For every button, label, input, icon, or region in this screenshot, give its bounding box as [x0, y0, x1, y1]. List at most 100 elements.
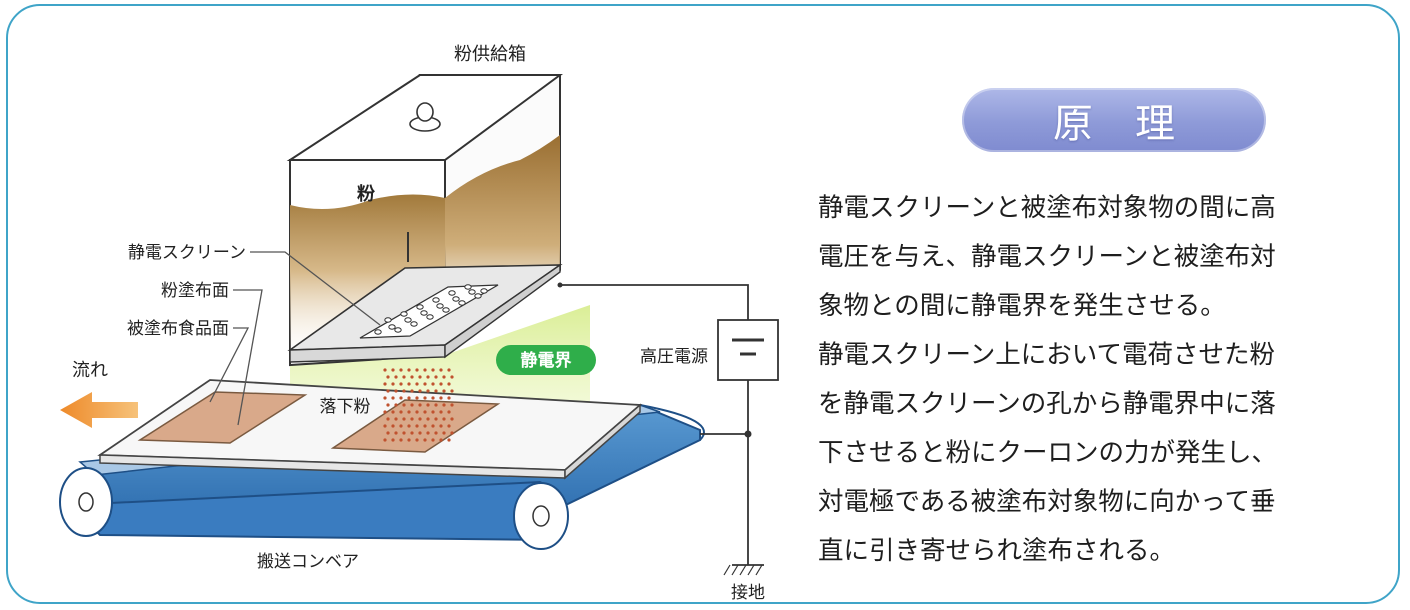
powder-particle: [394, 431, 398, 435]
powder-particle: [431, 424, 435, 428]
powder-particle: [386, 431, 390, 435]
powder-particle: [423, 396, 427, 400]
coating-diagram: 粉供給箱 粉 静電スクリーン 粉塗布面 被塗布食品面 流れ 静電界 高圧電源 落…: [59, 44, 779, 603]
powder-particle: [407, 410, 411, 414]
powder-particle: [407, 382, 411, 386]
powder-particle: [386, 403, 390, 407]
screen-hole: [410, 321, 418, 327]
powder-particle: [407, 438, 411, 442]
powder-particle: [391, 382, 395, 386]
screen-hole: [404, 317, 412, 323]
powder-particle: [383, 396, 387, 400]
powder-particle: [407, 424, 411, 428]
powder-particle: [431, 410, 435, 414]
powder-particle: [434, 375, 438, 379]
screen-hole: [432, 297, 440, 303]
powder-particle: [399, 368, 403, 372]
explanation-line: を静電スクリーンの孔から静電界中に落: [818, 389, 1276, 419]
label-powder-coated-surface: 粉塗布面: [161, 280, 229, 301]
screen-hole: [452, 296, 460, 302]
powder-particle: [410, 389, 414, 393]
powder-particle: [450, 389, 454, 393]
powder-particle: [426, 389, 430, 393]
powder-particle: [399, 396, 403, 400]
powder-particle: [391, 396, 395, 400]
label-high-voltage-power: 高圧電源: [640, 347, 708, 367]
screen-hole: [480, 288, 488, 294]
screen-hole: [388, 324, 396, 330]
powder-particle: [426, 403, 430, 407]
label-powder: 粉: [357, 183, 375, 205]
powder-particle: [402, 403, 406, 407]
powder-particle: [426, 431, 430, 435]
powder-particle: [383, 424, 387, 428]
powder-particle: [415, 424, 419, 428]
screen-terminal-dot: [557, 282, 563, 288]
powder-particle: [415, 438, 419, 442]
powder-particle: [394, 417, 398, 421]
powder-particle: [399, 410, 403, 414]
powder-supply-box: [286, 74, 564, 367]
explanation-line: 静電スクリーン上において電荷させた粉: [818, 340, 1275, 370]
powder-particle: [402, 389, 406, 393]
label-falling-powder: 落下粉: [320, 397, 371, 417]
explanation-line: 対電極である被塗布対象物に向かって垂: [818, 487, 1276, 517]
powder-particle: [383, 438, 387, 442]
powder-particle: [386, 375, 390, 379]
falling-powder-dots: [383, 368, 454, 442]
label-conveyor: 搬送コンベア: [257, 552, 359, 572]
powder-particle: [386, 417, 390, 421]
powder-particle: [447, 424, 451, 428]
screen-hole: [384, 317, 392, 323]
powder-particle: [442, 403, 446, 407]
leader-lines: [209, 251, 381, 426]
screen-hole: [458, 300, 466, 306]
powder-particle: [399, 424, 403, 428]
power-circuit: [560, 284, 779, 576]
powder-particle: [383, 368, 387, 372]
powder-particle: [415, 396, 419, 400]
label-powder-supply-box: 粉供給箱: [454, 44, 526, 65]
powder-particle: [431, 396, 435, 400]
powder-particle: [423, 368, 427, 372]
powder-particle: [423, 424, 427, 428]
powder-particle: [386, 389, 390, 393]
powder-particle: [410, 431, 414, 435]
screen-hole: [420, 310, 428, 316]
label-electrostatic-field: 静電界: [521, 350, 572, 371]
powder-particle: [402, 417, 406, 421]
powder-particle: [394, 403, 398, 407]
powder-particle: [447, 382, 451, 386]
powder-particle: [418, 431, 422, 435]
powder-particle: [423, 438, 427, 442]
powder-particle: [391, 368, 395, 372]
powder-particle: [434, 417, 438, 421]
label-coated-food-surface: 被塗布食品面: [127, 318, 229, 339]
powder-particle: [407, 368, 411, 372]
label-ground: 接地: [731, 583, 765, 603]
powder-particle: [410, 375, 414, 379]
powder-particle: [418, 375, 422, 379]
powder-particle: [423, 410, 427, 414]
powder-particle: [434, 403, 438, 407]
powder-particle: [423, 382, 427, 386]
powder-particle: [439, 368, 443, 372]
powder-particle: [410, 417, 414, 421]
powder-particle: [434, 389, 438, 393]
powder-particle: [442, 389, 446, 393]
powder-particle: [410, 403, 414, 407]
screen-hole: [442, 307, 450, 313]
screen-holes: [374, 284, 488, 335]
screen-hole: [464, 284, 472, 290]
powder-particle: [434, 431, 438, 435]
explanation-line: 象物との間に静電界を発生させる。: [818, 291, 1226, 321]
screen-hole: [448, 290, 456, 296]
powder-particle: [439, 382, 443, 386]
screen-hole: [436, 303, 444, 309]
powder-particle: [415, 410, 419, 414]
powder-particle: [447, 410, 451, 414]
screen-hole: [374, 329, 382, 335]
powder-particle: [447, 438, 451, 442]
powder-particle: [442, 431, 446, 435]
powder-particle: [450, 375, 454, 379]
